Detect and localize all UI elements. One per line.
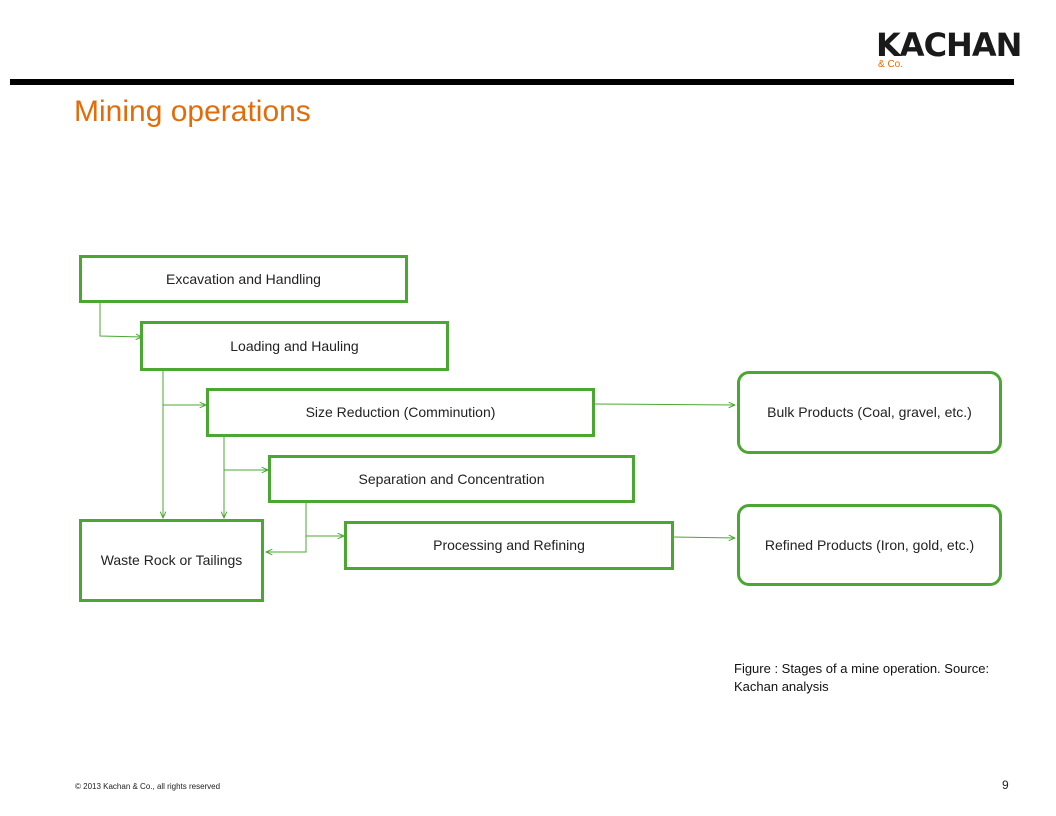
kachan-logo: KACHAN & Co.: [876, 26, 1022, 70]
header-bar: [10, 79, 1014, 85]
node-refined-products: Refined Products (Iron, gold, etc.): [737, 504, 1002, 586]
edge-loading-size-reduction: [162, 371, 206, 405]
logo-text: KACHAN: [876, 26, 1022, 64]
node-size-reduction: Size Reduction (Comminution): [206, 388, 595, 437]
edge-separation-processing: [305, 503, 344, 536]
edge-excavation-loading: [99, 302, 142, 337]
edge-processing-refined: [673, 537, 735, 538]
node-waste: Waste Rock or Tailings: [79, 519, 264, 602]
edge-size-reduction-separation: [223, 437, 268, 470]
node-separation: Separation and Concentration: [268, 455, 635, 503]
node-excavation: Excavation and Handling: [79, 255, 408, 303]
figure-caption: Figure : Stages of a mine operation. Sou…: [734, 661, 990, 694]
node-loading: Loading and Hauling: [140, 321, 449, 371]
copyright-footer: © 2013 Kachan & Co., all rights reserved: [75, 782, 221, 791]
edge-separation-waste: [266, 503, 307, 552]
page-title: Mining operations: [74, 95, 311, 128]
edge-size-reduction-bulk: [594, 404, 735, 405]
node-processing: Processing and Refining: [344, 521, 674, 570]
node-bulk-products: Bulk Products (Coal, gravel, etc.): [737, 371, 1002, 454]
logo-subtext: & Co.: [878, 59, 904, 70]
page-number: 9: [1002, 778, 1009, 792]
